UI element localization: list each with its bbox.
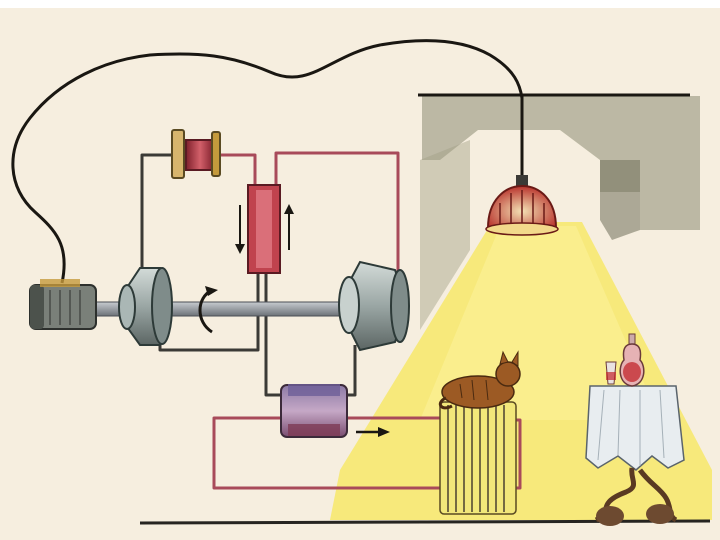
electric-motor-icon (30, 279, 96, 329)
radiator-icon (440, 402, 516, 514)
evaporator-icon (281, 384, 347, 437)
floor-line (140, 521, 710, 523)
white-corner-top-left (0, 0, 720, 8)
